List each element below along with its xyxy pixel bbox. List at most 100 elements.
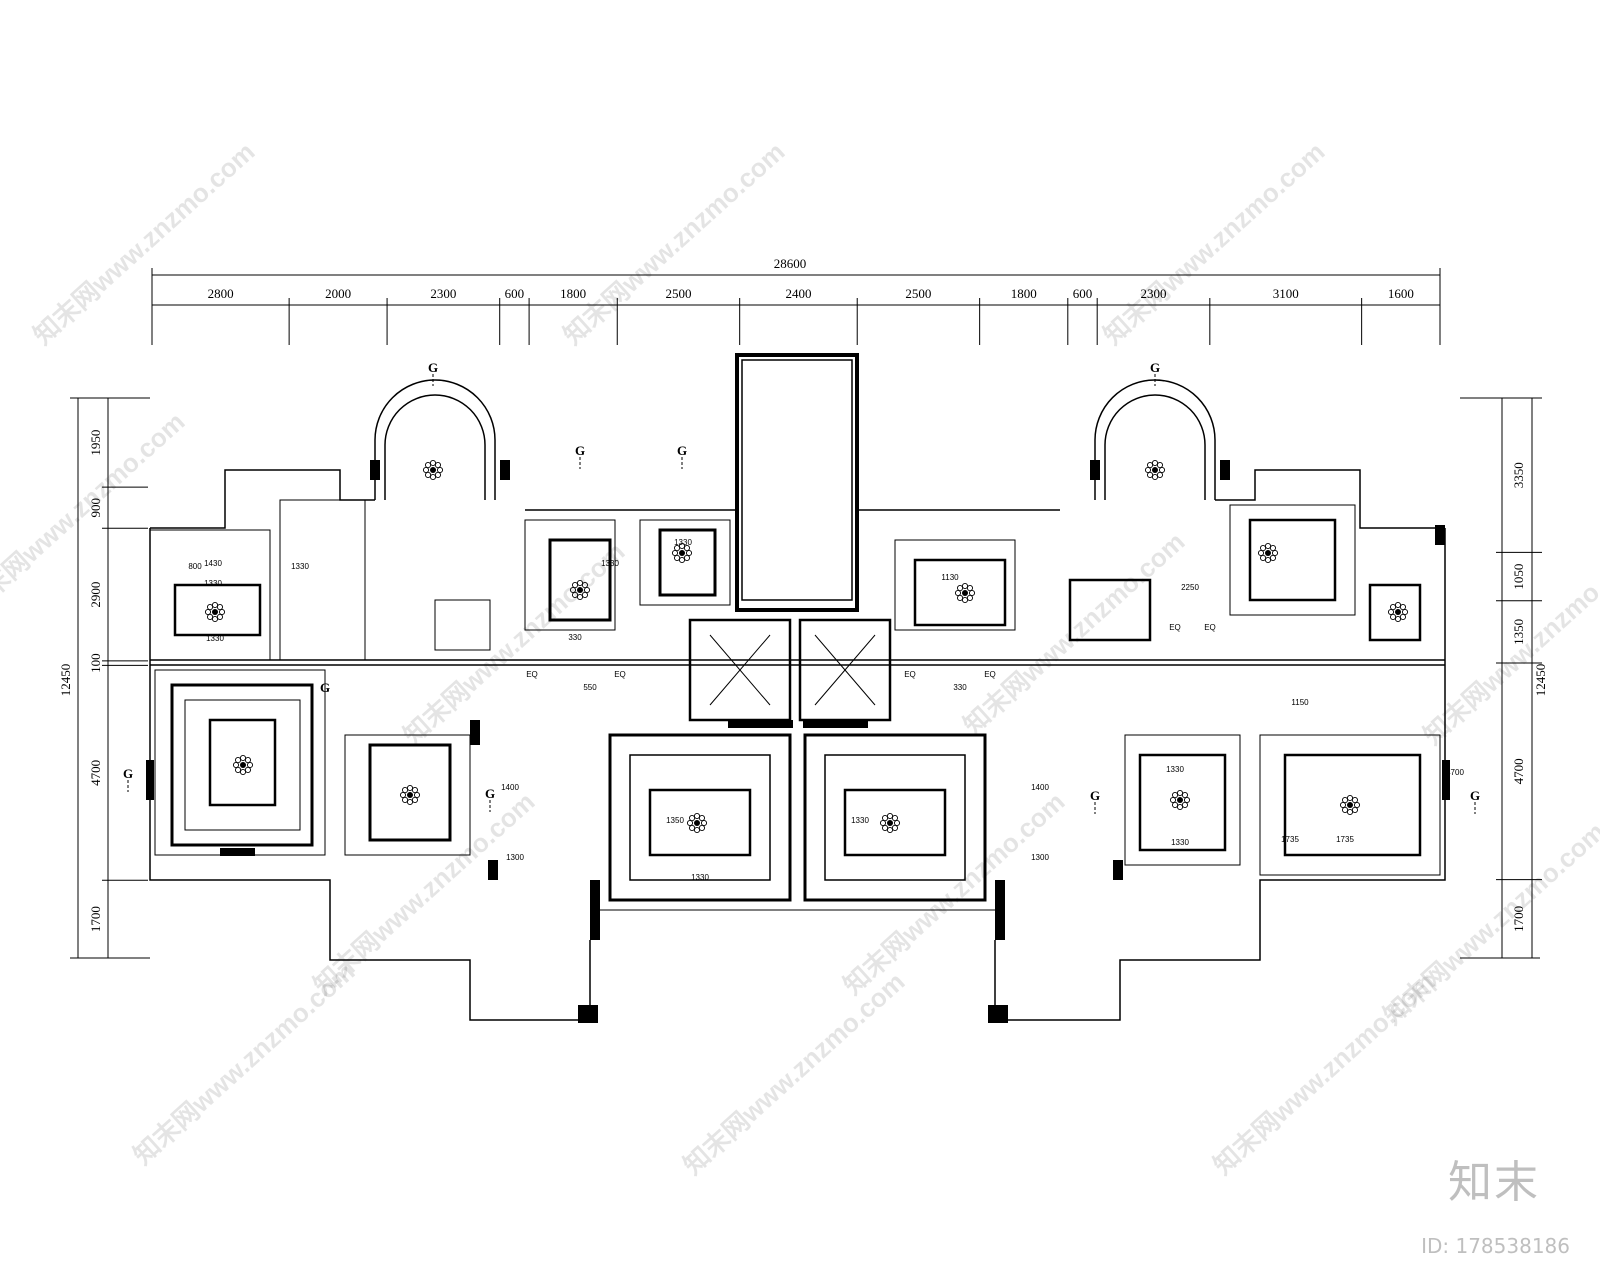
top-segment-label: 1600 bbox=[1388, 286, 1414, 301]
room-dimension-label: 1330 bbox=[1166, 765, 1184, 774]
side-segment-label: 1950 bbox=[88, 430, 103, 456]
chandelier-icon bbox=[671, 542, 693, 564]
top-segment-label: 2800 bbox=[208, 286, 234, 301]
room-dimension-label: 1400 bbox=[1031, 783, 1049, 792]
drawing-id: ID: 178538186 bbox=[1421, 1234, 1570, 1258]
chandelier-icon bbox=[204, 601, 226, 623]
eq-label: EQ bbox=[526, 670, 538, 679]
room-dimension-label: 550 bbox=[583, 683, 597, 692]
brand-logo: 知末 bbox=[1448, 1157, 1540, 1208]
eq-label: EQ bbox=[1204, 623, 1216, 632]
chandelier-symbols bbox=[204, 459, 1409, 834]
chandelier-icon bbox=[232, 754, 254, 776]
structural-columns bbox=[146, 460, 1450, 1023]
top-segment-label: 2300 bbox=[430, 286, 456, 301]
chandelier-icon bbox=[1169, 789, 1191, 811]
room-dimension-label: 330 bbox=[953, 683, 967, 692]
room-dimension-label: 1330 bbox=[691, 873, 709, 882]
section-marker-label: G bbox=[1090, 788, 1100, 803]
chandelier-icon bbox=[1144, 459, 1166, 481]
chandelier-icon bbox=[422, 459, 444, 481]
watermark-text: 知末网www.znzmo.com bbox=[27, 136, 260, 350]
side-segment-label: 1050 bbox=[1511, 564, 1526, 590]
room-dimension-label: 1130 bbox=[941, 573, 959, 582]
top-segment-label: 1800 bbox=[1011, 286, 1037, 301]
room-dimension-label: 1330 bbox=[851, 816, 869, 825]
section-marker-icon: G bbox=[1470, 788, 1480, 814]
room-dimension-label: 2250 bbox=[1181, 583, 1199, 592]
room-dimension-label: 1300 bbox=[506, 853, 524, 862]
building-walls bbox=[149, 353, 1446, 1021]
room-dimension-label: 1735 bbox=[1281, 835, 1299, 844]
top-segment-label: 600 bbox=[1073, 286, 1093, 301]
section-marker-label: G bbox=[485, 786, 495, 801]
section-marker-icon: G bbox=[485, 786, 495, 812]
eq-label: EQ bbox=[1169, 623, 1181, 632]
top-segment-label: 2400 bbox=[785, 286, 811, 301]
watermark-text: 知末网www.znzmo.com bbox=[1097, 136, 1330, 350]
chandelier-icon bbox=[1387, 601, 1409, 623]
watermark-text: 知末网www.znzmo.com bbox=[127, 956, 360, 1170]
section-markers: G G G G G G G G G bbox=[123, 360, 1480, 814]
room-dimension-label: 1350 bbox=[666, 816, 684, 825]
section-marker-icon: G bbox=[428, 360, 438, 386]
chandelier-icon bbox=[686, 812, 708, 834]
chandelier-icon bbox=[399, 784, 421, 806]
left-height-label: 12450 bbox=[58, 664, 73, 697]
side-segment-label: 900 bbox=[88, 498, 103, 518]
room-dimension-label: 1430 bbox=[204, 559, 222, 568]
overall-width-label: 28600 bbox=[774, 256, 807, 271]
side-segment-label: 4700 bbox=[88, 760, 103, 786]
eq-label: EQ bbox=[984, 670, 996, 679]
watermark-text: 知末网www.znzmo.com bbox=[677, 966, 910, 1180]
section-marker-icon: G bbox=[677, 443, 687, 469]
chandelier-icon bbox=[879, 812, 901, 834]
chandelier-icon bbox=[1339, 794, 1361, 816]
side-segment-label: 1700 bbox=[1511, 906, 1526, 932]
watermark-text: 知末网www.znzmo.com bbox=[397, 536, 630, 750]
top-segment-label: 3100 bbox=[1273, 286, 1299, 301]
side-segment-label: 100 bbox=[88, 653, 103, 673]
side-segment-label: 2900 bbox=[88, 582, 103, 608]
side-segment-label: 1700 bbox=[88, 906, 103, 932]
right-height-label: 12450 bbox=[1533, 664, 1548, 697]
room-dimension-label: 4700 bbox=[1446, 768, 1464, 777]
right-segment-labels: 3350 1050 1350 4700 1700 bbox=[1496, 397, 1542, 932]
top-segment-label: 2500 bbox=[905, 286, 931, 301]
top-segment-label: 1800 bbox=[560, 286, 586, 301]
watermark-text: 知末网www.znzmo.com bbox=[557, 136, 790, 350]
chandelier-icon bbox=[569, 579, 591, 601]
top-dimension-chain bbox=[151, 268, 1441, 345]
room-dimension-label: 1330 bbox=[674, 538, 692, 547]
watermark-text: 知末网www.znzmo.com bbox=[957, 526, 1190, 740]
section-marker-icon: G bbox=[1150, 360, 1160, 386]
room-dimension-label: 1330 bbox=[206, 634, 224, 643]
room-dimension-label: 1400 bbox=[501, 783, 519, 792]
top-segment-label: 2500 bbox=[665, 286, 691, 301]
side-segment-label: 4700 bbox=[1511, 758, 1526, 784]
side-segment-label: 3350 bbox=[1511, 462, 1526, 488]
section-marker-icon: G bbox=[575, 443, 585, 469]
room-dimension-label: 1150 bbox=[1291, 698, 1309, 707]
section-marker-label: G bbox=[575, 443, 585, 458]
section-marker-icon: G bbox=[123, 766, 133, 792]
eq-label: EQ bbox=[614, 670, 626, 679]
watermark-text: 知末网www.znzmo.com bbox=[837, 786, 1070, 1000]
top-segment-label: 600 bbox=[505, 286, 525, 301]
section-marker-label: G bbox=[123, 766, 133, 781]
room-dimension-label: 1300 bbox=[1031, 853, 1049, 862]
chandelier-icon bbox=[954, 582, 976, 604]
room-dimension-label: 1330 bbox=[601, 559, 619, 568]
top-segment-label: 2300 bbox=[1141, 286, 1167, 301]
section-marker-icon: G bbox=[1090, 788, 1100, 814]
top-segment-labels: 2800 2000 2300 600 1800 2500 2400 2500 1800 600 23… bbox=[151, 286, 1414, 345]
section-marker-label: G bbox=[1470, 788, 1480, 803]
room-dimension-label: 330 bbox=[568, 633, 582, 642]
room-dimension-label: 1330 bbox=[1171, 838, 1189, 847]
room-dimension-label: 800 bbox=[188, 562, 202, 571]
side-segment-label: 1350 bbox=[1511, 619, 1526, 645]
section-marker-icon: G bbox=[320, 680, 330, 706]
top-segment-label: 2000 bbox=[325, 286, 351, 301]
room-dimension-label: 1735 bbox=[1336, 835, 1354, 844]
